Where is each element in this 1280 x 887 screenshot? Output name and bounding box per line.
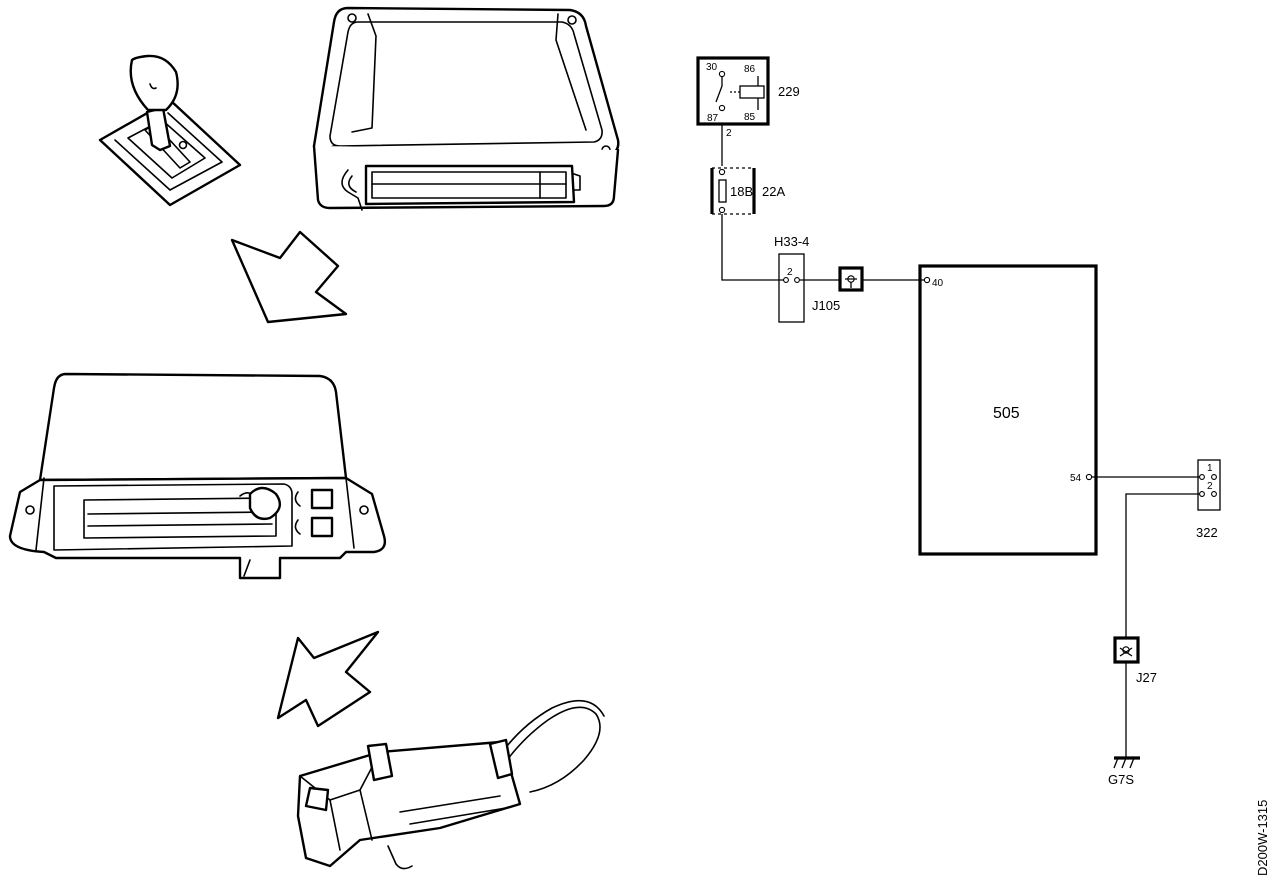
connector-h33-4: H33-4 2	[774, 234, 809, 323]
relay-switch-arm	[715, 77, 723, 103]
wire-322-to-j27	[1125, 493, 1200, 638]
module-505: 40 505 54	[918, 264, 1098, 556]
wire-fuse-to-h33	[721, 214, 786, 281]
module-pin-54-contact	[1085, 473, 1093, 481]
relay-pin-87: 87	[707, 113, 719, 124]
fuse-holder-sides	[710, 168, 756, 214]
connector-322-pin-1b	[1211, 474, 1217, 480]
fuse-rating-label: 18B	[730, 184, 753, 199]
junction-j105-marks	[845, 278, 857, 288]
connector-322-pin-2a	[1199, 491, 1205, 497]
fuse-element	[718, 179, 727, 203]
junction-j27: J27	[1113, 636, 1157, 685]
module-pin-40-label: 40	[932, 278, 944, 289]
relay-contact-87	[718, 104, 726, 112]
connector-322-pin-2-label: 2	[1207, 481, 1213, 492]
relay-contact-30	[718, 70, 726, 78]
junction-j105-label: J105	[812, 298, 840, 313]
ecu-front-illustration	[8, 372, 387, 580]
fuse-id-label: 22A	[762, 184, 785, 199]
connector-h33-pin-b	[794, 277, 800, 283]
connector-h33-body	[778, 253, 805, 323]
flow-arrow-lower-illustration	[276, 630, 380, 728]
relay-pin-30: 30	[706, 62, 718, 73]
module-505-body	[918, 264, 1098, 556]
fuse-contact-top	[718, 168, 726, 176]
connector-322-pin-2b	[1211, 491, 1217, 497]
relay-body	[696, 56, 770, 126]
fuse-22a: 18B 22A	[710, 167, 785, 215]
junction-j27-marks	[1119, 647, 1133, 657]
relay-229: 30 86 87 85 229	[696, 56, 800, 126]
connector-h33-pin-label: 2	[787, 267, 793, 278]
connector-plug-illustration	[296, 699, 605, 870]
connector-h33-pin-a	[783, 277, 789, 283]
junction-j27-label: J27	[1136, 670, 1157, 685]
connector-322-label: 322	[1196, 525, 1218, 540]
fuse-holder-dashes	[712, 167, 754, 215]
module-pin-54-label: 54	[1070, 473, 1082, 484]
relay-id-label: 229	[778, 84, 800, 99]
relay-output-pin-label: 2	[726, 128, 732, 139]
connector-322: 1 2 322	[1196, 459, 1221, 540]
flow-arrow-upper-illustration	[230, 230, 348, 324]
connector-322-pin-1-label: 1	[1207, 463, 1213, 474]
figure-id-label: D200W-1315	[1255, 800, 1270, 876]
gear-selector-illustration	[98, 54, 242, 207]
relay-coil	[739, 85, 765, 99]
junction-j105-box	[838, 266, 864, 292]
relay-pin-85: 85	[744, 112, 756, 123]
fuse-contact-bottom	[718, 206, 726, 214]
ground-g7s: G7S	[1108, 756, 1140, 787]
connector-322-body	[1197, 459, 1221, 511]
connector-h33-label: H33-4	[774, 234, 809, 249]
ecu-top-illustration	[312, 6, 620, 211]
connector-322-pin-1a	[1199, 474, 1205, 480]
module-pin-40-contact	[923, 276, 931, 284]
junction-j105: J105	[812, 266, 864, 313]
relay-pin-86: 86	[744, 64, 756, 75]
ground-g7s-label: G7S	[1108, 772, 1134, 787]
module-id-label: 505	[993, 405, 1020, 422]
ground-symbol-hatch	[1113, 757, 1135, 769]
